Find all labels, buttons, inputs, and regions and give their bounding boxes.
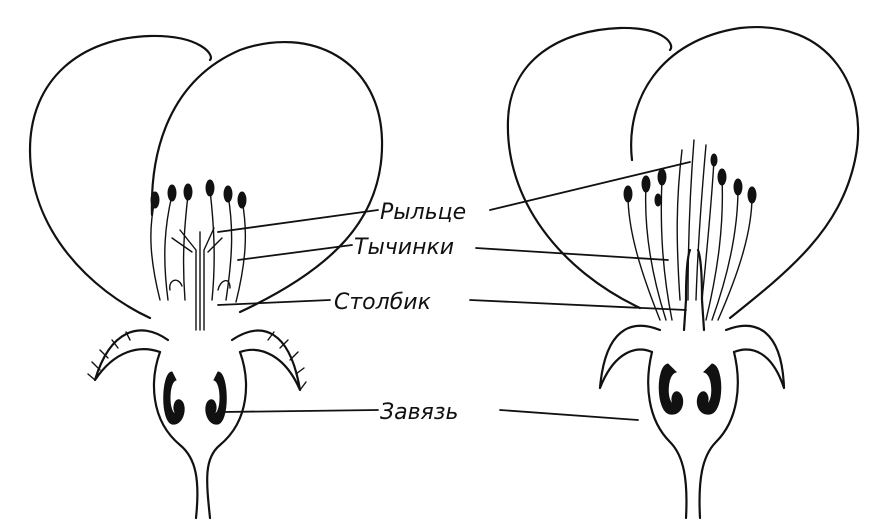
left-front-petal xyxy=(150,41,384,314)
label-stigma: Рыльце xyxy=(380,200,466,225)
right-sepal-right xyxy=(724,324,786,390)
leader-lines xyxy=(217,161,691,421)
left-hypanthium xyxy=(152,350,199,520)
right-style xyxy=(682,248,706,332)
right-sepal-left xyxy=(598,324,662,390)
right-flower xyxy=(506,25,860,520)
left-pistil xyxy=(169,227,231,331)
right-front-petal xyxy=(630,25,860,320)
label-style: Столбик xyxy=(334,290,432,315)
right-back-petal xyxy=(506,26,673,310)
right-hypanthium xyxy=(647,350,688,520)
right-ovary xyxy=(658,363,722,415)
label-ovary: Завязь xyxy=(380,400,458,425)
left-flower xyxy=(28,34,384,520)
left-ovary xyxy=(163,371,227,425)
right-stamens xyxy=(623,139,757,321)
left-stamens xyxy=(150,179,247,303)
label-stamens: Тычинки xyxy=(354,235,454,260)
left-back-petal xyxy=(28,34,212,320)
